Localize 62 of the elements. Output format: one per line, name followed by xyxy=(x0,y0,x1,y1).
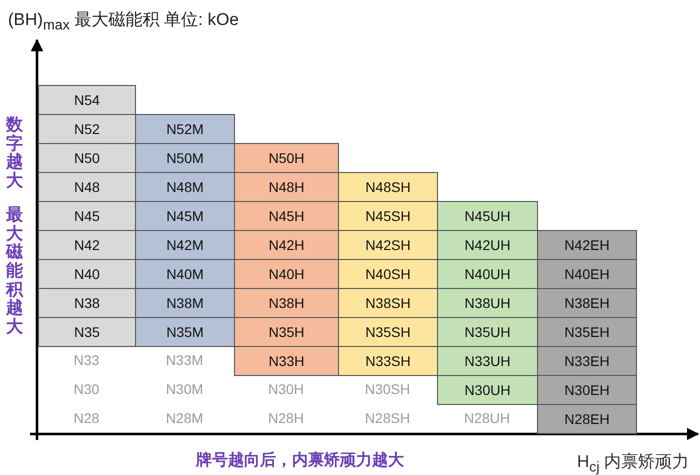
grade-label: N33M xyxy=(164,352,204,368)
grade-cell: N45UH xyxy=(437,201,538,231)
grade-cell: N33SH xyxy=(338,346,438,376)
grade-label: N30SH xyxy=(364,381,412,397)
grade-label: N30 xyxy=(72,381,100,397)
grade-label: N30H xyxy=(267,381,305,397)
grade-cell: N38EH xyxy=(537,288,637,318)
grade-cell: N30EH xyxy=(537,375,637,405)
grade-cell: N54 xyxy=(38,85,136,115)
grade-cell: N42 xyxy=(38,230,136,260)
grade-label: N33 xyxy=(72,352,100,368)
grade-cell: N35UH xyxy=(437,317,538,347)
grade-cell: N45M xyxy=(135,201,235,231)
grade-cell: N35H xyxy=(234,317,339,347)
axis-title: H$_{cj}$ 内禀矫顽力 xyxy=(577,451,690,475)
axis-title: (BH)$_{max}$ 最大磁能积 单位: kOe xyxy=(8,9,239,34)
grade-cell: N48M xyxy=(135,172,235,202)
grade-label: N28SH xyxy=(364,410,412,426)
grade-cell: N38SH xyxy=(338,288,438,318)
grade-cell: N50M xyxy=(135,143,235,173)
grade-cell: N40UH xyxy=(437,259,538,289)
grade-cell: N38H xyxy=(234,288,339,318)
grade-cell: N38M xyxy=(135,288,235,318)
annotation-text: 数字越大 xyxy=(6,116,23,191)
grade-cell: N30UH xyxy=(437,375,538,405)
grade-label: N28M xyxy=(164,410,204,426)
grade-label: N28H xyxy=(267,410,305,426)
grade-cell: N33EH xyxy=(537,346,637,376)
grade-cell: N40M xyxy=(135,259,235,289)
grade-cell: N45 xyxy=(38,201,136,231)
grade-cell: N35M xyxy=(135,317,235,347)
grade-cell: N42H xyxy=(234,230,339,260)
annotation-text: 牌号越向后，内禀矫顽力越大 xyxy=(196,450,404,471)
grade-cell: N33H xyxy=(234,346,339,376)
grade-cell: N35EH xyxy=(537,317,637,347)
grade-cell: N42EH xyxy=(537,230,637,260)
grade-cell: N40H xyxy=(234,259,339,289)
grade-label: N28UH xyxy=(463,410,511,426)
grade-cell: N40EH xyxy=(537,259,637,289)
grade-cell: N52M xyxy=(135,114,235,144)
grade-cell: N52 xyxy=(38,114,136,144)
grade-cell: N35 xyxy=(38,317,136,347)
grade-cell: N48H xyxy=(234,172,339,202)
grade-cell: N35SH xyxy=(338,317,438,347)
annotation-text: 最大磁能积越大 xyxy=(6,206,23,337)
grade-cell: N45H xyxy=(234,201,339,231)
grade-cell: N38UH xyxy=(437,288,538,318)
grade-cell: N50H xyxy=(234,143,339,173)
grade-cell: N42UH xyxy=(437,230,538,260)
grade-cell: N33UH xyxy=(437,346,538,376)
grade-cell: N38 xyxy=(38,288,136,318)
grade-cell: N42SH xyxy=(338,230,438,260)
grade-cell: N40 xyxy=(38,259,136,289)
grade-cell: N50 xyxy=(38,143,136,173)
grade-cell: N28EH xyxy=(537,404,637,434)
grade-cell: N45SH xyxy=(338,201,438,231)
grade-cell: N48SH xyxy=(338,172,438,202)
grade-label: N30M xyxy=(164,381,204,397)
grade-label: N28 xyxy=(72,410,100,426)
grade-cell: N42M xyxy=(135,230,235,260)
grade-cell: N48 xyxy=(38,172,136,202)
grade-cell: N40SH xyxy=(338,259,438,289)
